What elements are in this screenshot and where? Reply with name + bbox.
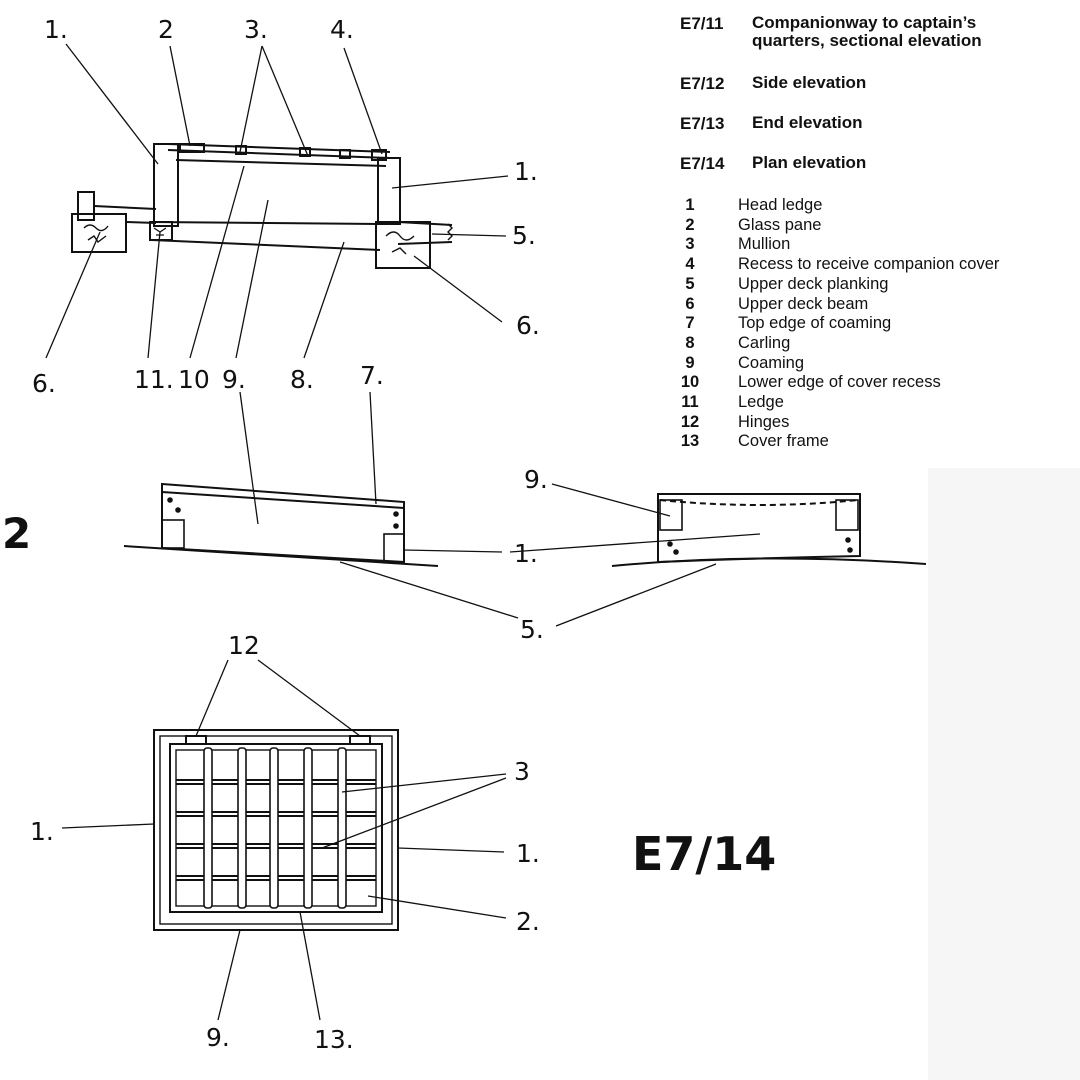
callout-planking: 5. [512,221,536,250]
callout-lower-edge-recess: 10 [178,365,210,394]
figure-number-plan: E7/14 [632,827,776,881]
caption-text: Side elevation [752,73,867,92]
callout-head-ledge-right: 1. [514,157,538,186]
legend-label: Mullion [738,235,791,254]
callout-coaming: 9. [222,365,246,394]
callout-hinges: 12 [228,631,260,660]
legend-label: Lower edge of cover recess [738,373,941,392]
section-upper-deck-beam-left [71,213,127,253]
callout-mullion-plan: 3 [514,757,530,786]
section-coaming-left [153,143,179,227]
legend-number: 9 [685,353,695,372]
legend-label: Recess to receive companion cover [738,255,1000,274]
legend-number: 7 [685,314,695,333]
callout-head-ledge-plan-right: 1. [516,839,540,868]
side-elevation-drawing [123,482,439,567]
callout-beam-right: 6. [516,311,540,340]
section-upper-deck-beam-right [375,221,431,269]
legend-number: 11 [681,393,699,411]
legend-label: Cover frame [738,432,829,451]
legend-label: Ledge [738,393,784,411]
legend-label: Coaming [738,353,805,372]
callout-cover-frame: 13. [314,1025,354,1054]
plan-cover-frame [169,743,383,913]
callout-ledge: 11. [134,365,174,394]
legend-label: Top edge of coaming [738,314,892,333]
plan-coaming [153,729,399,931]
scan-margin-strip [928,468,1080,1080]
caption-code: E7/11 [680,14,724,33]
sectional-elevation-drawing [71,143,453,269]
caption-text: Companionway to captain’s quarters, sect… [752,13,982,50]
legend-number: 5 [685,274,695,293]
section-ledge [149,221,173,241]
callout-coaming-plan: 9. [206,1023,230,1052]
callout-mullion: 3. [244,15,268,44]
caption-text: End elevation [752,113,863,132]
callout-coaming-end: 9. [524,465,548,494]
legend-number: 3 [685,235,695,254]
legend-number: 8 [685,333,695,352]
callout-head-ledge-elev: 1. [514,539,538,568]
legend-number: 4 [685,255,695,274]
legend-number: 1 [685,196,695,214]
callout-top-edge-coaming: 7. [360,361,384,390]
callout-planking-elev: 5. [520,615,544,644]
legend-number: 2 [685,215,695,234]
callout-head-ledge: 1. [44,15,68,44]
caption-text: Plan elevation [752,153,867,172]
caption-code: E7/14 [680,154,725,173]
callout-glass-pane: 2 [158,15,174,44]
legend-label: Carling [738,333,791,352]
plan-hinge-left [185,735,207,745]
section-beam-left-cap [77,191,95,221]
legend-label: Head ledge [738,196,823,214]
plan-mullions [203,747,347,909]
legend-number: 10 [680,373,700,392]
legend-number: 12 [680,412,700,431]
legend-label: Hinges [738,412,790,431]
legend-label: Glass pane [738,215,822,234]
plan-hinge-right [349,735,371,745]
caption-code: E7/13 [680,114,725,133]
callout-recess: 4. [330,15,354,44]
legend-label: Upper deck beam [738,294,869,313]
callout-carling: 8. [290,365,314,394]
figure-number-partial: 2 [2,509,31,558]
legend-number: 6 [685,294,695,313]
caption-code: E7/12 [680,74,725,93]
callout-beam-left: 6. [32,369,56,398]
legend-label: Upper deck planking [738,274,889,293]
section-coaming-right [377,157,401,225]
callout-head-ledge-plan-left: 1. [30,817,54,846]
callout-glass-pane-plan: 2. [516,907,540,936]
end-elevation-drawing [611,493,927,567]
legend-number: 13 [680,432,700,451]
section-recess [371,149,387,161]
